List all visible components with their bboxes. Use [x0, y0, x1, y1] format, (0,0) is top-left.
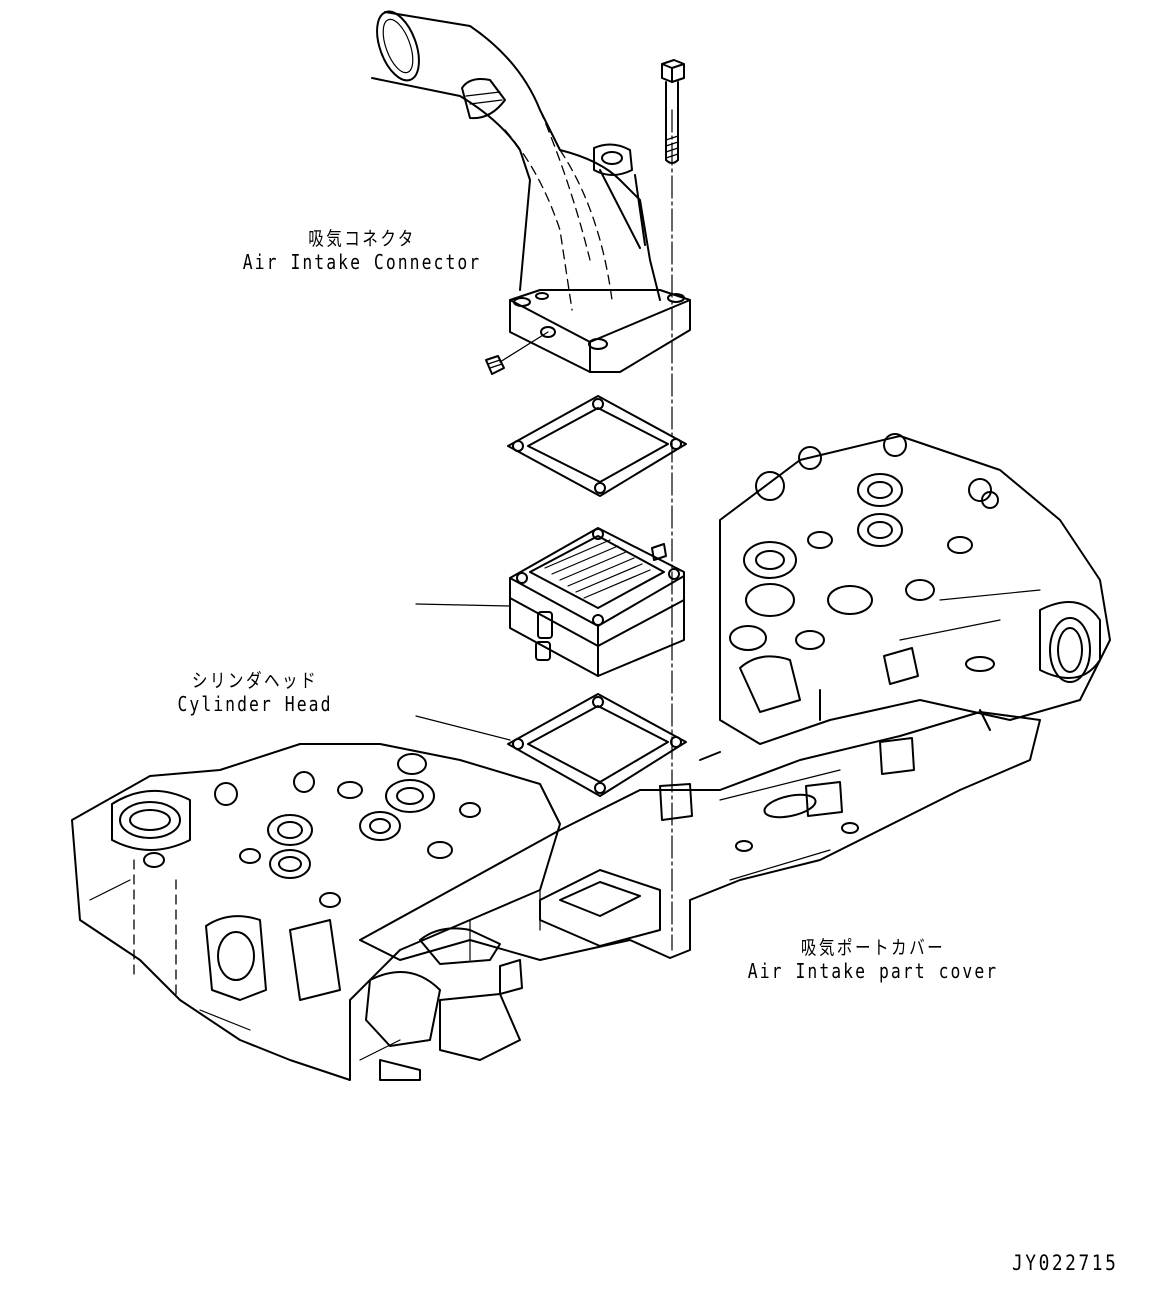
air-intake-connector-label-en: Air Intake Connector — [242, 250, 482, 274]
cylinder-head-label: シリンダヘッド Cylinder Head — [144, 670, 365, 716]
drawing-code: JY022715 — [1012, 1251, 1119, 1275]
air-intake-port-cover — [359, 709, 1041, 995]
air-intake-port-cover-label: 吸気ポートカバー Air Intake part cover — [738, 937, 1009, 983]
air-intake-connector-label-jp: 吸気コネクタ — [308, 228, 416, 250]
cylinder-head-rear — [719, 433, 1111, 745]
cylinder-head-leader-top — [415, 603, 511, 607]
air-intake-port-cover-label-en: Air Intake part cover — [747, 959, 999, 983]
upper-gasket — [507, 395, 687, 497]
cylinder-head-label-jp: シリンダヘッド — [191, 670, 319, 692]
cylinder-head-front — [71, 743, 561, 1081]
mounting-bolt — [661, 59, 685, 164]
cylinder-head-leader-bottom — [415, 715, 511, 741]
air-intake-port-cover-label-jp: 吸気ポートカバー — [800, 937, 946, 959]
cylinder-head-label-en: Cylinder Head — [177, 692, 333, 716]
lower-gasket — [507, 693, 687, 797]
air-intake-connector-label: 吸気コネクタ Air Intake Connector — [239, 228, 485, 274]
air-intake-connector — [371, 10, 691, 375]
air-intake-heater-block — [509, 527, 685, 677]
